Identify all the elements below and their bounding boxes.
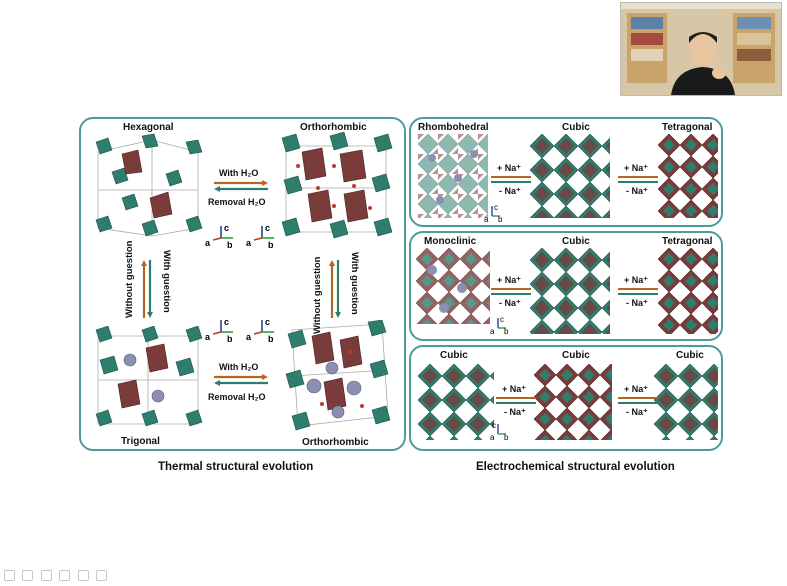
label-row1-c: Tetragonal xyxy=(662,122,713,133)
label-minus-na-r1a: - Na⁺ xyxy=(499,186,521,196)
svg-text:b: b xyxy=(227,334,233,342)
webcam-video xyxy=(621,3,781,95)
label-row2-a: Monoclinic xyxy=(424,236,477,247)
cubic-structure-row1 xyxy=(530,134,610,218)
label-plus-na-r1b: + Na⁺ xyxy=(624,163,649,173)
label-trigonal: Trigonal xyxy=(121,436,160,447)
axis-indicator-top-right: c b a xyxy=(246,223,274,248)
label-hexagonal: Hexagonal xyxy=(123,122,174,133)
arrow-pair-r3a xyxy=(496,397,536,404)
label-minus-na-r2a: - Na⁺ xyxy=(499,298,521,308)
arrow-pair-r1b xyxy=(618,176,658,183)
more-options-icon[interactable] xyxy=(96,570,108,581)
label-row2-b: Cubic xyxy=(562,236,590,247)
label-orthorhombic-bottom: Orthorhombic xyxy=(302,437,369,448)
webcam-overlay xyxy=(620,2,782,96)
label-removal-h2o-top: Removal H₂O xyxy=(208,197,266,207)
zoom-icon[interactable] xyxy=(77,570,89,581)
label-plus-na-r2b: + Na⁺ xyxy=(624,275,649,285)
caption-thermal: Thermal structural evolution xyxy=(158,461,314,473)
svg-text:c: c xyxy=(265,223,270,233)
arrow-pair-right xyxy=(329,260,341,318)
cubic-structure-row3-a xyxy=(418,364,494,440)
label-minus-na-r3b: - Na⁺ xyxy=(626,407,648,417)
axis-indicator-row1: c b a xyxy=(484,203,503,224)
label-with-h2o-bottom: With H₂O xyxy=(219,362,259,372)
arrow-pair-bottom xyxy=(214,374,268,386)
slide-toolbar xyxy=(4,568,110,582)
label-row1-a: Rhombohedral xyxy=(418,122,489,133)
svg-text:b: b xyxy=(504,433,509,442)
axis-b: b xyxy=(227,240,233,248)
axis-indicator-row2: c b a xyxy=(490,315,509,336)
caption-electrochemical: Electrochemical structural evolution xyxy=(476,461,675,473)
trigonal-structure xyxy=(95,326,203,427)
svg-text:c: c xyxy=(265,317,270,327)
label-removal-h2o-bottom: Removal H₂O xyxy=(208,392,266,402)
arrow-pair-r3b xyxy=(618,397,658,404)
label-plus-na-r3b: + Na⁺ xyxy=(624,384,649,394)
svg-text:c: c xyxy=(492,421,496,430)
axis-indicator-mid-right: c b a xyxy=(246,317,274,342)
arrow-pair-r2b xyxy=(618,288,658,295)
next-slide-icon[interactable] xyxy=(22,570,34,581)
cubic-structure-row3-b xyxy=(534,364,612,440)
svg-text:a: a xyxy=(490,327,495,336)
label-row3-a: Cubic xyxy=(440,350,468,361)
label-without-guestion-right: Without guestion xyxy=(312,256,323,334)
tetragonal-structure-row1 xyxy=(658,134,718,218)
label-row3-c: Cubic xyxy=(676,350,704,361)
hexagonal-structure xyxy=(95,133,203,237)
monoclinic-structure xyxy=(416,248,490,324)
label-row2-c: Tetragonal xyxy=(662,236,713,247)
label-with-guestion-right: With guestion xyxy=(349,252,360,315)
axis-c: c xyxy=(224,223,229,233)
svg-text:a: a xyxy=(246,332,252,342)
arrow-pair-r2a xyxy=(491,288,531,295)
orthorhombic-bottom-structure xyxy=(285,320,391,431)
svg-text:c: c xyxy=(500,315,504,324)
label-plus-na-r1a: + Na⁺ xyxy=(497,163,522,173)
axis-indicator-mid-left: c b a xyxy=(205,317,233,342)
axis-indicator-top-left: c b a xyxy=(205,223,233,248)
tetragonal-structure-row2 xyxy=(658,248,718,334)
label-with-guestion-left: With guestion xyxy=(161,250,172,313)
label-minus-na-r1b: - Na⁺ xyxy=(626,186,648,196)
svg-text:a: a xyxy=(490,433,495,442)
label-plus-na-r3a: + Na⁺ xyxy=(502,384,527,394)
svg-text:b: b xyxy=(504,327,509,336)
svg-text:b: b xyxy=(268,334,274,342)
arrow-pair-left xyxy=(141,260,153,318)
axis-a: a xyxy=(205,238,211,248)
prev-slide-icon[interactable] xyxy=(4,570,15,581)
axis-indicator-row3: c b a xyxy=(490,421,509,442)
label-row3-b: Cubic xyxy=(562,350,590,361)
arrow-pair-r1a xyxy=(491,176,531,183)
svg-text:a: a xyxy=(484,215,489,224)
svg-text:c: c xyxy=(494,203,498,212)
svg-text:a: a xyxy=(205,332,211,342)
slides-grid-icon[interactable] xyxy=(59,570,71,581)
label-row1-b: Cubic xyxy=(562,122,590,133)
pen-icon[interactable] xyxy=(40,570,52,581)
orthorhombic-top-structure xyxy=(281,132,393,239)
label-orthorhombic-top: Orthorhombic xyxy=(300,122,367,133)
label-with-h2o-top: With H₂O xyxy=(219,168,259,178)
svg-text:b: b xyxy=(268,240,274,248)
cubic-structure-row3-c xyxy=(654,364,718,440)
svg-text:b: b xyxy=(498,215,503,224)
svg-text:a: a xyxy=(246,238,252,248)
cubic-structure-row2 xyxy=(530,248,610,334)
rhombohedral-structure xyxy=(418,134,488,218)
label-plus-na-r2a: + Na⁺ xyxy=(497,275,522,285)
svg-text:c: c xyxy=(224,317,229,327)
label-minus-na-r2b: - Na⁺ xyxy=(626,298,648,308)
arrow-pair-top xyxy=(214,180,268,192)
label-minus-na-r3a: - Na⁺ xyxy=(504,407,526,417)
label-without-guestion-left: Without guestion xyxy=(124,240,135,318)
